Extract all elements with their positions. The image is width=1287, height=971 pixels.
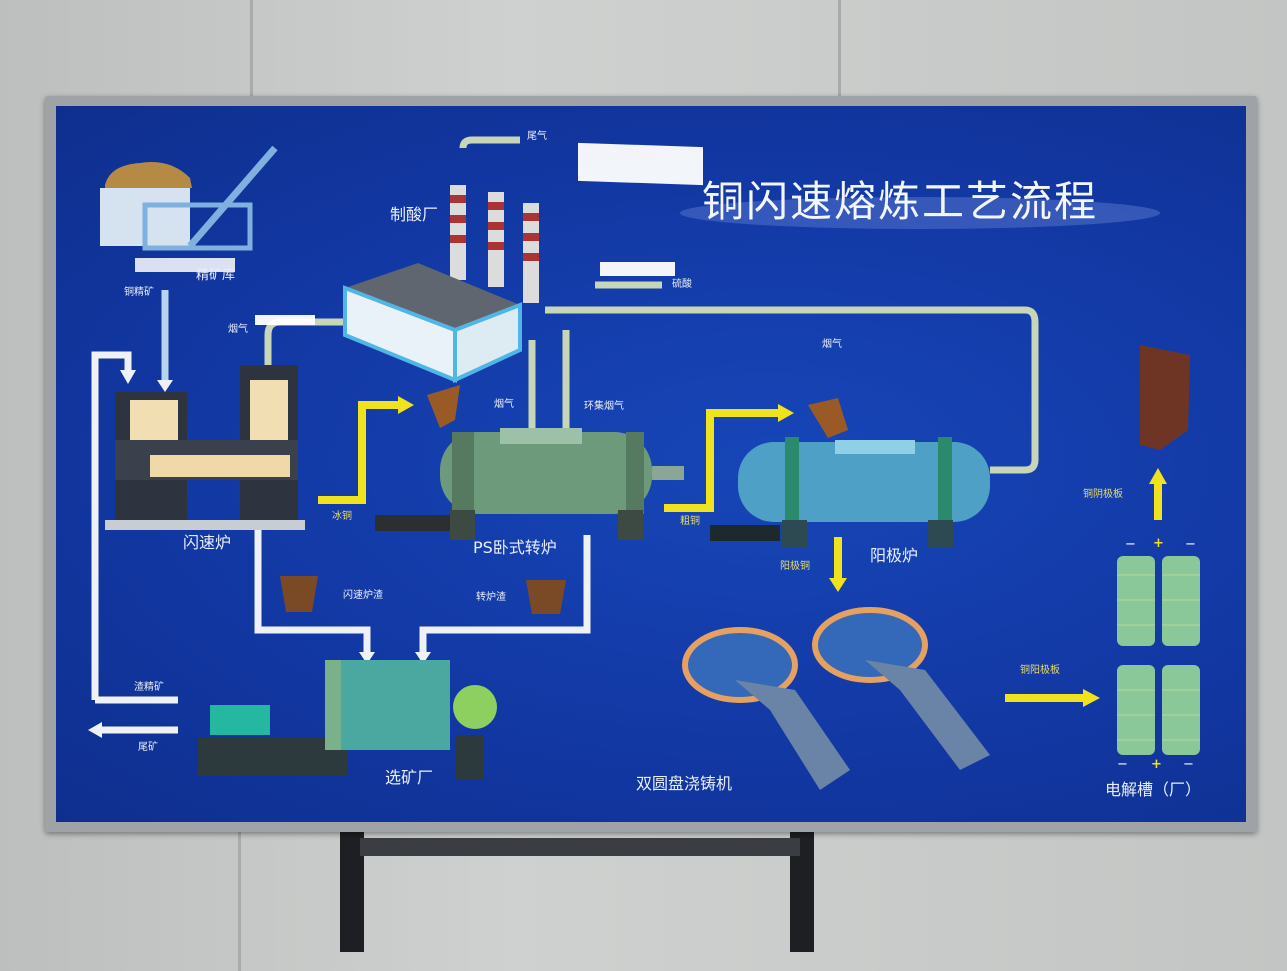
anode-flue-pipe (545, 306, 1039, 474)
label-anode-plate: 铜阳极板 (1020, 665, 1060, 676)
electrolytic-cell-icon (1117, 556, 1200, 755)
label-anode-copper: 阳极铜 (780, 561, 810, 572)
minus-sign: − (1117, 757, 1128, 772)
wall-seam (838, 0, 841, 96)
matte-arrow (318, 401, 400, 504)
cathode-plate-icon (1140, 345, 1190, 450)
flash-flue-pipe (264, 318, 350, 370)
label-copper-concentrate: 铜精矿 (124, 287, 154, 298)
label-cathode-plate: 铜阴极板 (1083, 489, 1123, 500)
label-flash-furnace: 闪速炉 (183, 533, 232, 552)
slag-concentrate-return (91, 351, 132, 700)
ball-mill-icon (198, 660, 497, 780)
label-ps-converter: PS卧式转炉 (473, 538, 557, 557)
wall-seam (238, 832, 241, 971)
label-concentrator: 选矿厂 (385, 768, 434, 787)
slag-pots (280, 345, 1190, 614)
converter-slag-line (419, 535, 591, 655)
label-tailings: 尾矿 (138, 742, 158, 753)
anode-furnace-icon (710, 437, 990, 548)
label-matte: 冰铜 (332, 511, 352, 522)
casting-machine-icon (682, 607, 990, 790)
flash-furnace-icon (105, 365, 305, 530)
light-reflection (578, 142, 703, 186)
label-collected-flue-gas: 环集烟气 (584, 401, 624, 412)
label-flash-slag: 闪速炉渣 (343, 590, 383, 601)
title-underline (680, 197, 1160, 229)
plus-sign: + (1153, 536, 1164, 551)
label-converter-slag: 转炉渣 (476, 592, 506, 603)
slag-pot-icon (526, 580, 566, 614)
stand-bar (360, 838, 800, 856)
white-arrowheads (88, 370, 431, 738)
concentrate-store-icon (100, 145, 278, 251)
acid-plant-icon (343, 185, 539, 384)
light-reflection (255, 315, 315, 325)
yellow-flows (318, 401, 1162, 702)
label-slag-concentrate: 渣精矿 (134, 682, 164, 693)
label-concentrate-store: 精矿库 (196, 268, 236, 283)
label-sulfuric-acid: 硫酸 (672, 279, 692, 290)
page-title: 铜闪速熔炼工艺流程 (702, 177, 1099, 226)
minus-sign: − (1125, 537, 1136, 552)
minus-sign: − (1183, 757, 1194, 772)
label-acid-plant: 制酸厂 (390, 205, 439, 224)
ps-converter-icon (375, 428, 684, 540)
white-flows (91, 290, 591, 734)
light-reflection (600, 262, 675, 276)
label-anode-furnace: 阳极炉 (870, 546, 919, 565)
label-electrolysis: 电解槽（厂） (1105, 780, 1202, 799)
label-blister-copper: 粗铜 (680, 516, 700, 527)
light-reflection (135, 258, 235, 272)
copper-ladle-icon (808, 398, 848, 438)
matte-ladle-icon (427, 385, 460, 428)
label-flue-gas: 烟气 (822, 339, 842, 350)
minus-sign: − (1185, 537, 1196, 552)
slag-pot-icon (280, 576, 318, 612)
label-flue-gas: 烟气 (494, 399, 514, 410)
tail-gas-pipe (459, 136, 520, 149)
flash-slag-line (254, 528, 371, 655)
blister-copper-arrow (664, 409, 780, 512)
label-casting-machine: 双圆盘浇铸机 (636, 774, 733, 793)
label-tail-gas: 尾气 (527, 131, 547, 142)
wall-seam (250, 0, 253, 96)
plus-sign: + (1151, 757, 1162, 772)
label-flue-gas: 烟气 (228, 324, 248, 335)
